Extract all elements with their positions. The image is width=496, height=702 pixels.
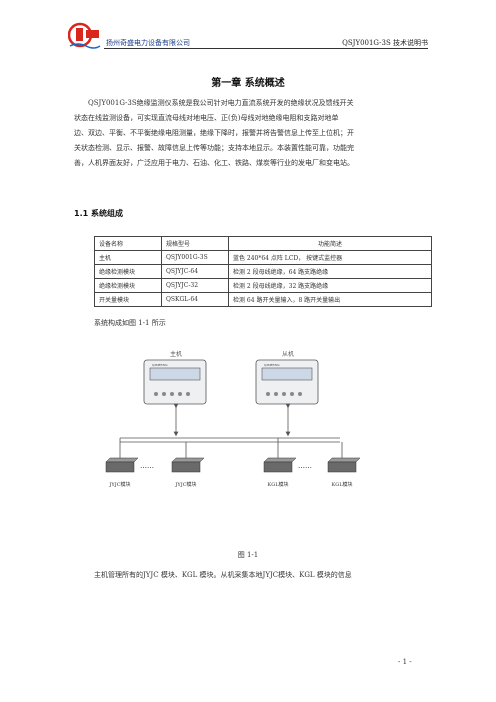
table-cell: QSJYJC-64 [161,264,229,279]
column-header: 规格型号 [161,236,229,251]
module-label: JYJC模块 [174,481,196,488]
composition-text: 系统构成如图 1-1 所示 [94,319,166,327]
table-cell: QSJY001G-3S [161,250,229,265]
page-number: - 1 - [398,658,412,666]
ellipsis-left: …… [140,462,154,470]
intro-line: 善，人机界面友好，广泛应用于电力、石油、化工、铁路、煤炭等行业的发电厂和变电站。 [74,159,354,167]
company-logo [68,22,101,49]
intro-line: 关状态检测、显示、报警、故障信息上传等功能；支持本地显示。本装置性能可靠，功能完 [74,144,354,152]
table-header-row: 设备名称 规格型号 功能简述 [94,236,432,251]
table-cell: 绝缘检测模块 [94,264,162,279]
module-jyjc-2 [171,457,205,473]
slave-label: 从机 [282,350,294,358]
column-header: 功能简述 [228,236,432,251]
page-header: 扬州奇盛电力设备有限公司 QSJY001G-3S 技术说明书 [68,22,428,52]
table-row: 绝缘检测模块 QSJYJC-64 检测 2 段母线绝缘，64 路支路绝缘 [94,264,432,279]
module-label: KGL模块 [267,481,288,488]
intro-line: QSJY001G-3S绝缘监测仪系统是我公司针对电力直流系统开发的绝缘状况及馈线… [88,99,354,107]
body-text: 主机管理所有的JYJC 模块、KGL 模块。从机采集本地JYJC模块、KGL 模… [94,571,352,579]
table-cell: QSJYJC-32 [161,278,229,293]
column-header: 设备名称 [94,236,162,251]
document-title: QSJY001G-3S 技术说明书 [342,39,428,47]
table-row: 主机 QSJY001G-3S 蓝色 240*64 点阵 LCD， 按键式监控器 [94,250,432,265]
section-heading: 1.1 系统组成 [74,209,123,218]
table-cell: 开关量模块 [94,292,162,307]
table-cell: 检测 64 路开关量输入，8 路开关量输出 [228,292,432,307]
system-diagram: 主机 QISHENG 从机 QISHENG [105,350,361,488]
module-label: JYJC模块 [108,481,130,488]
bus-lines [119,403,343,458]
table-cell: QSKGL-64 [161,292,229,307]
figure-caption: 图 1-1 [237,551,259,559]
master-unit: QISHENG [143,359,207,405]
module-kgl-1 [263,457,297,473]
header-divider [104,48,428,49]
module-jyjc-1 [105,457,139,473]
svg-text:QISHENG: QISHENG [264,363,280,367]
company-name: 扬州奇盛电力设备有限公司 [106,39,190,47]
svg-text:QISHENG: QISHENG [152,363,168,367]
spec-table: 设备名称 规格型号 功能简述 主机 QSJY001G-3S 蓝色 240*64 … [94,236,432,307]
master-label: 主机 [170,350,182,358]
table-cell: 蓝色 240*64 点阵 LCD， 按键式监控器 [228,250,432,265]
slave-unit: QISHENG [255,359,319,405]
intro-line: 状态在线监测设备，可实现直流母线对地电压、正(负)母线对地绝缘电阻和支路对地单 [74,114,339,122]
module-label: KGL模块 [331,481,352,488]
intro-line: 边、双边、平衡、不平衡绝缘电阻测量，绝缘下降时，报警并将告警信息上传至上位机；开 [74,129,354,137]
module-kgl-2 [327,457,361,473]
ellipsis-right: …… [298,462,312,470]
table-cell: 检测 2 段母线绝缘，32 路支路绝缘 [228,278,432,293]
table-row: 绝缘检测模块 QSJYJC-32 检测 2 段母线绝缘，32 路支路绝缘 [94,278,432,293]
table-cell: 绝缘检测模块 [94,278,162,293]
table-cell: 检测 2 段母线绝缘，64 路支路绝缘 [228,264,432,279]
table-cell: 主机 [94,250,162,265]
table-row: 开关量模块 QSKGL-64 检测 64 路开关量输入，8 路开关量输出 [94,292,432,307]
chapter-title: 第一章 系统概述 [211,78,285,89]
intro-paragraph: QSJY001G-3S绝缘监测仪系统是我公司针对电力直流系统开发的绝缘状况及馈线… [74,96,430,171]
